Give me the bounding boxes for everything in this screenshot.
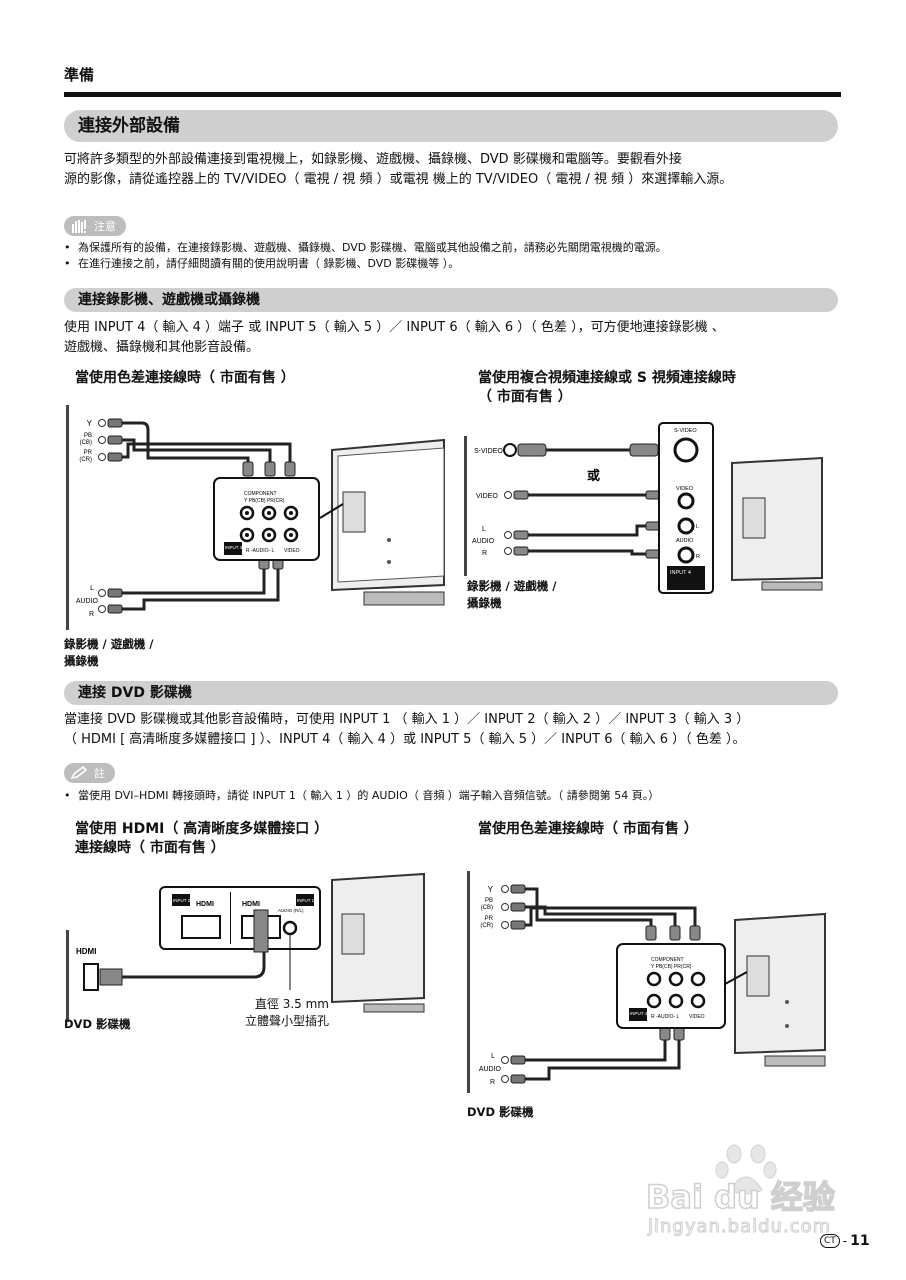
jack-caption: 直徑 3.5 mm 立體聲小型插孔 <box>244 997 329 1028</box>
label-pb: PB <box>84 433 92 439</box>
diagram-component-vcr: Y PB (CB) PR (CR) L AUDIO R COMPONENT Y … <box>66 405 445 630</box>
header-rule <box>64 92 841 97</box>
label-r: R <box>490 1079 495 1086</box>
or-label: 或 <box>587 468 600 483</box>
pencil-icon <box>70 766 88 780</box>
label-hdmi-2: HDMI <box>196 901 214 908</box>
label-r-audio-l: R -AUDIO- L <box>246 548 275 554</box>
caption-right-vcr: 錄影機 / 遊戲機 / 攝錄機 <box>467 579 557 610</box>
intro-line: （ HDMI [ 高清晰度多媒體接口 ] ）、INPUT 4（ 輸入 4 ）或 … <box>64 732 746 747</box>
paw-logo-icon <box>715 1144 777 1195</box>
label-input2: INPUT 2 <box>173 898 191 903</box>
page-number: 11 <box>850 1233 870 1249</box>
label-audio: AUDIO <box>76 598 99 605</box>
label-l: L <box>696 524 699 530</box>
label-video: VIDEO <box>689 1014 705 1020</box>
watermark: Bai du 经验 jingyan.baidu.com <box>645 1140 852 1250</box>
label-cr: (CR) <box>79 457 92 463</box>
page-number-block: CT - 11 <box>820 1233 870 1249</box>
label-pr: PR <box>84 450 93 456</box>
caption-hdmi-dvd: DVD 影碟機 <box>64 1017 131 1031</box>
label-audio: AUDIO <box>479 1066 502 1073</box>
label-component-cols: Y PB(CB) PR(CR) <box>244 498 285 504</box>
caption-left-vcr: 錄影機 / 遊戲機 / 攝錄機 <box>64 637 154 668</box>
label-video-out: VIDEO <box>476 493 498 500</box>
intro-line: 遊戲機、攝錄機和其他影音設備。 <box>64 340 260 355</box>
note-badge: 註 <box>64 763 115 783</box>
watermark-url: jingyan.baidu.com <box>647 1216 832 1238</box>
label-component: COMPONENT <box>244 491 277 497</box>
tv-rear-illustration <box>731 456 823 591</box>
label-cb: (CB) <box>481 905 493 911</box>
label-input4: INPUT 4 <box>630 1011 648 1016</box>
region-mark-badge: CT <box>820 1234 840 1248</box>
label-y: Y <box>488 885 494 894</box>
label-component: COMPONENT <box>651 957 684 963</box>
label-input4: INPUT 4 <box>670 570 691 576</box>
section2-intro: 使用 INPUT 4（ 輸入 4 ）端子 或 INPUT 5（ 輸入 5 ）／ … <box>64 318 844 358</box>
label-component-cols: Y PB(CB) PR(CR) <box>651 964 692 970</box>
list-item: 當使用 DVI–HDMI 轉接頭時，請從 INPUT 1（ 輸入 1 ）的 AU… <box>64 788 854 804</box>
label-r-audio-l: R -AUDIO- L <box>651 1014 680 1020</box>
label-svideo-in: S-VIDEO <box>674 428 697 434</box>
page-number-dash: - <box>842 1234 848 1248</box>
intro-line: 使用 INPUT 4（ 輸入 4 ）端子 或 INPUT 5（ 輸入 5 ）／ … <box>64 320 725 335</box>
label-input4: INPUT 4 <box>225 545 243 550</box>
label-y: Y <box>87 419 93 428</box>
section3-intro: 當連接 DVD 影碟機或其他影音設備時，可使用 INPUT 1 （ 輸入 1 ）… <box>64 710 844 750</box>
section-heading-external-devices: 連接外部設備 <box>64 110 838 142</box>
subheading-component: 當使用色差連接線時（ 市面有售 ） <box>75 370 295 386</box>
label-audio-in: AUDIO <box>676 538 694 544</box>
diagram-hdmi: HDMI INPUT 2 HDMI HDMI INPUT 1 AUDIO (R/… <box>66 872 425 1022</box>
section-heading-dvd: 連接 DVD 影碟機 <box>64 681 838 705</box>
label-cr: (CR) <box>480 923 493 929</box>
label-pb: PB <box>485 898 493 904</box>
intro-line: 源的影像，請從遙控器上的 TV/VIDEO（ 電視 / 視 頻 ）或電視 機上的… <box>64 172 733 187</box>
device-panel-edge <box>66 405 69 630</box>
intro-line: 當連接 DVD 影碟機或其他影音設備時，可使用 INPUT 1 （ 輸入 1 ）… <box>64 712 750 727</box>
label-r: R <box>696 554 700 560</box>
label-pr: PR <box>485 916 494 922</box>
label-cb: (CB) <box>80 440 92 446</box>
label-video-in: VIDEO <box>676 486 694 492</box>
tv-rear-illustration <box>734 912 826 1067</box>
label-l: L <box>90 585 94 592</box>
label-hdmi-1: HDMI <box>242 901 260 908</box>
tv-rear-illustration <box>331 438 445 606</box>
note-list: 當使用 DVI–HDMI 轉接頭時，請從 INPUT 1（ 輸入 1 ）的 AU… <box>64 788 854 804</box>
label-r: R <box>89 611 94 618</box>
diagram-component-dvd: Y PB (CB) PR (CR) L AUDIO R COMPONENT Y … <box>467 871 826 1093</box>
label-video: VIDEO <box>284 548 300 554</box>
watermark-brand: Bai du 经验 <box>645 1177 835 1217</box>
label-input1: INPUT 1 <box>297 898 315 903</box>
intro-line: 可將許多類型的外部設備連接到電視機上，如錄影機、遊戲機、攝錄機、DVD 影碟機和… <box>64 152 682 167</box>
label-r: R <box>482 550 487 557</box>
label-svideo-out: S-VIDEO <box>474 448 503 455</box>
caution-hand-icon <box>72 220 86 233</box>
subheading-component-dvd: 當使用色差連接線時（ 市面有售 ） <box>478 821 698 837</box>
caution-badge: 注意 <box>64 216 126 236</box>
diagram-composite-svideo: S-VIDEO VIDEO L AUDIO R 或 S-VIDEO VIDEO … <box>464 422 823 594</box>
label-audio: AUDIO <box>472 538 495 545</box>
label-l: L <box>491 1053 495 1060</box>
label-hdmi-device: HDMI <box>76 947 96 956</box>
section-heading-vcr: 連接錄影機、遊戲機或攝錄機 <box>64 288 838 312</box>
list-item: 為保護所有的設備，在連接錄影機、遊戲機、攝錄機、DVD 影碟機、電腦或其他設備之… <box>64 240 854 256</box>
subheading-composite: 當使用複合視頻連接線或 S 視頻連接線時 （ 市面有售 ） <box>478 370 736 405</box>
caution-list: 為保護所有的設備，在連接錄影機、遊戲機、攝錄機、DVD 影碟機、電腦或其他設備之… <box>64 240 854 272</box>
list-item: 在進行連接之前，請仔細閱讀有關的使用說明書（ 錄影機、DVD 影碟機等 ）。 <box>64 256 854 272</box>
section1-intro: 可將許多類型的外部設備連接到電視機上，如錄影機、遊戲機、攝錄機、DVD 影碟機和… <box>64 150 844 190</box>
caution-label: 注意 <box>94 220 116 233</box>
caption-component-dvd: DVD 影碟機 <box>467 1105 534 1119</box>
label-audio-rl: AUDIO (R/L) <box>278 908 304 913</box>
page-header-title: 準備 <box>64 66 95 84</box>
label-l: L <box>482 526 486 533</box>
tv-rear-illustration <box>331 872 425 1013</box>
note-label: 註 <box>94 767 105 780</box>
subheading-hdmi: 當使用 HDMI（ 高清晰度多媒體接口 ） 連接線時（ 市面有售 ） <box>75 821 329 856</box>
